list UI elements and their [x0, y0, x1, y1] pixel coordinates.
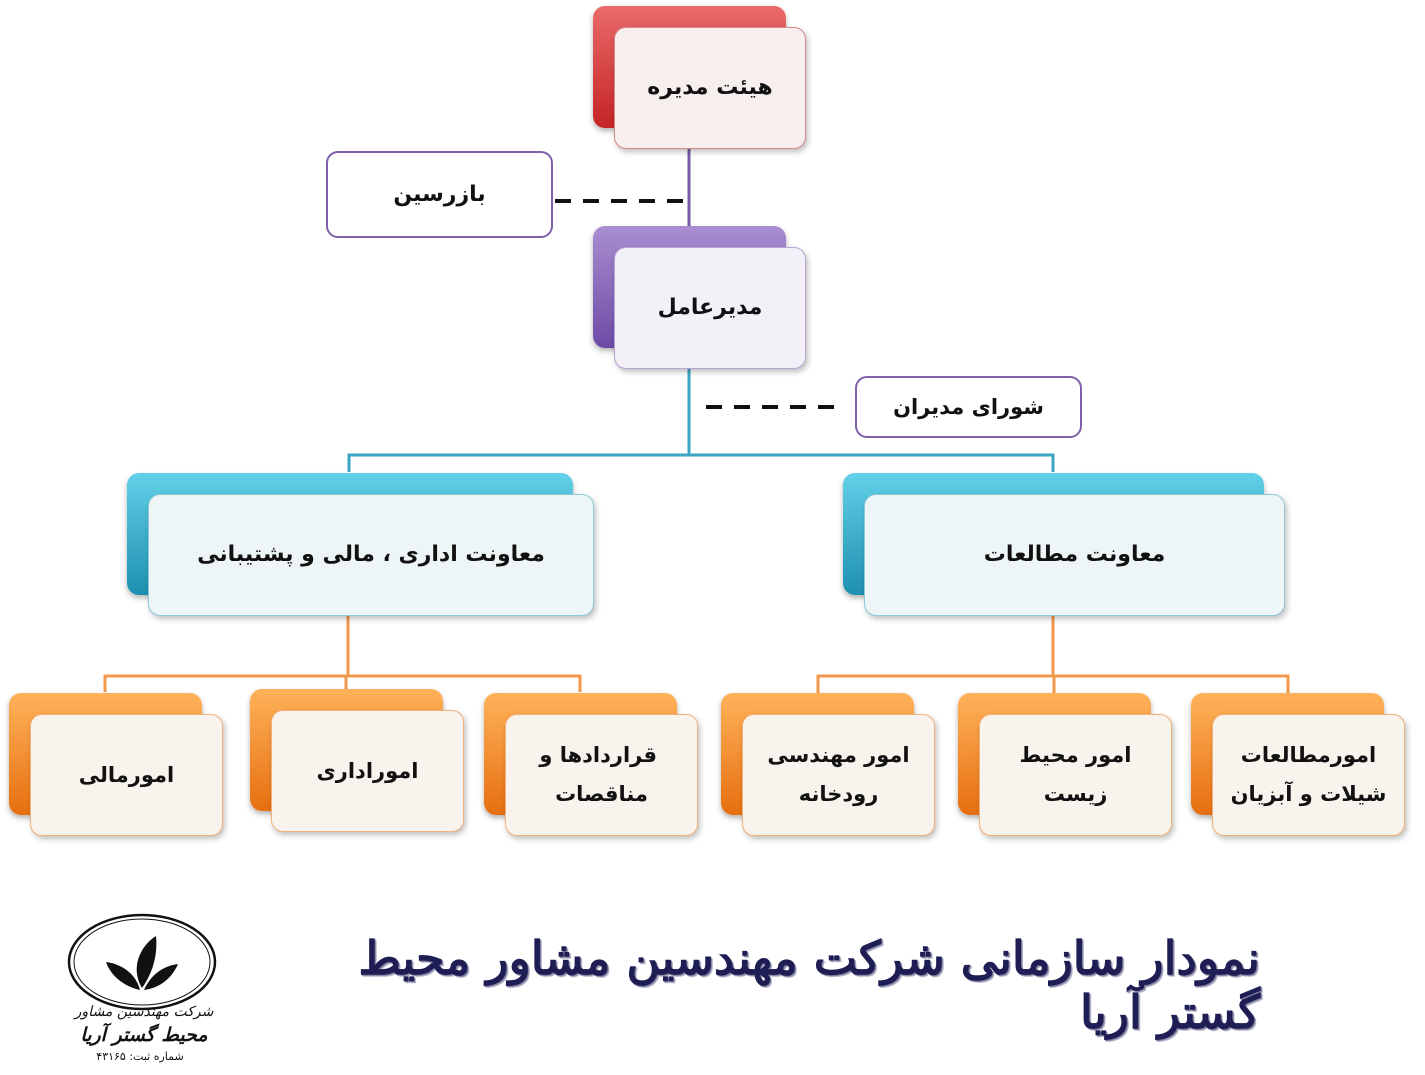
admin-units-bus-line — [103, 674, 582, 692]
contracts-unit-label: قراردادها و مناقصات — [505, 714, 698, 836]
company-logo: شرکت مهندسین مشاور محیط گستر آریا شماره … — [60, 908, 230, 1073]
leaf-icon — [67, 913, 217, 1011]
deputies-bus-line — [347, 453, 1055, 472]
chart-title: نمودار سازمانی شرکت مهندسین مشاور محیط گ… — [358, 931, 1260, 1039]
fisheries-unit-line1: امورمطالعات — [1240, 743, 1377, 768]
logo-line1: شرکت مهندسین مشاور — [74, 1004, 214, 1020]
board-label: هیئت مدیره — [614, 27, 806, 149]
environment-unit-label: امور محیط زیست — [979, 714, 1172, 836]
admin-deputy-label: معاونت اداری ، مالی و پشتیبانی — [148, 494, 594, 616]
environment-unit-line2: زیست — [1043, 782, 1108, 806]
fisheries-unit-line2: شیلات و آبزیان — [1230, 782, 1387, 806]
contracts-unit-node: قراردادها و مناقصات — [484, 693, 700, 837]
finance-unit-label: امورمالی — [30, 714, 223, 836]
contracts-unit-line2: مناقصات — [555, 782, 648, 806]
fisheries-unit-label: امورمطالعات شیلات و آبزیان — [1212, 714, 1405, 836]
admin-deputy-node: معاونت اداری ، مالی و پشتیبانی — [127, 473, 595, 617]
ceo-node: مدیرعامل — [593, 226, 808, 371]
managers-council-box: شورای مدیران — [855, 376, 1082, 438]
river-unit-line1: امور مهندسی — [767, 743, 910, 768]
studies-deputy-label: معاونت مطالعات — [864, 494, 1285, 616]
fisheries-unit-node: امورمطالعات شیلات و آبزیان — [1191, 693, 1407, 837]
administration-unit-node: اموراداری — [250, 689, 466, 833]
contracts-unit-line1: قراردادها و — [539, 743, 657, 768]
board-node: هیئت مدیره — [593, 6, 808, 151]
river-unit-line2: رودخانه — [798, 782, 879, 806]
inspectors-box: بازرسین — [326, 151, 553, 238]
logo-line3: شماره ثبت: ۴۳۱۶۵ — [96, 1050, 184, 1063]
ceo-label: مدیرعامل — [614, 247, 806, 369]
logo-line2: محیط گستر آریا — [80, 1024, 208, 1046]
finance-unit-node: امورمالی — [9, 693, 225, 837]
administration-unit-label: اموراداری — [271, 710, 464, 832]
river-unit-label: امور مهندسی رودخانه — [742, 714, 935, 836]
river-unit-node: امور مهندسی رودخانه — [721, 693, 937, 837]
studies-deputy-node: معاونت مطالعات — [843, 473, 1286, 617]
environment-unit-node: امور محیط زیست — [958, 693, 1174, 837]
environment-unit-line1: امور محیط — [1019, 743, 1132, 768]
